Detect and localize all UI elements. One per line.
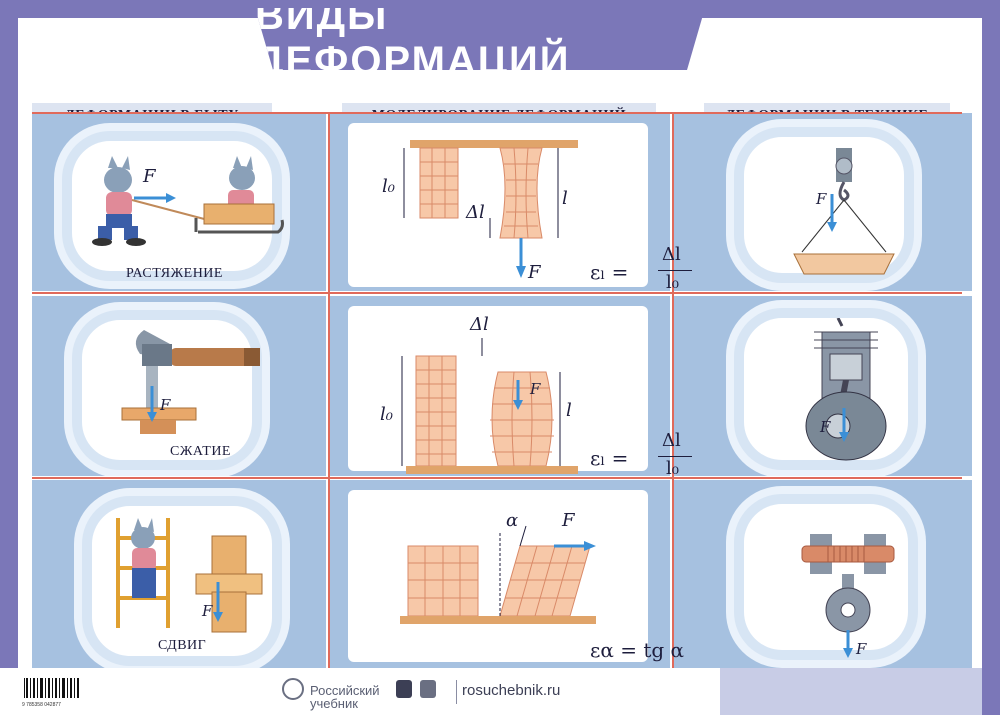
crane-hook-illustration <box>793 148 895 275</box>
force-symbol: F <box>528 262 541 283</box>
strain-formula-lhs: εₗ = <box>590 446 629 470</box>
wolf-shirt <box>106 192 132 216</box>
divider-row1 <box>32 292 962 294</box>
bolt-joint-illustration <box>801 534 895 658</box>
poster: ДЕФОРМАЦИИ В БЫТУ МОДЕЛИРОВАНИЕ ДЕФОРМАЦ… <box>18 18 982 668</box>
fraction-bar <box>658 270 692 271</box>
divider-col2 <box>672 112 674 668</box>
brand-line2: учебник <box>310 696 358 711</box>
engine-illustration <box>805 318 887 461</box>
strain-formula-den: l₀ <box>666 272 679 293</box>
divider-row2 <box>32 477 962 479</box>
cloud <box>744 504 908 650</box>
fraction-bar <box>658 456 692 457</box>
page-title: ВИДЫ ДЕФОРМАЦИЙ <box>255 0 571 83</box>
website-link[interactable]: rosuchebnik.ru <box>462 682 561 699</box>
alpha-symbol: α <box>506 510 519 531</box>
isbn-text: 9 785358 042877 <box>22 702 61 708</box>
force-symbol: F <box>202 602 213 620</box>
compression-model-diagram <box>401 338 578 474</box>
card <box>348 490 648 662</box>
force-symbol: F <box>160 396 171 414</box>
strain-formula-num: Δl <box>662 244 681 265</box>
force-symbol: F <box>856 640 867 658</box>
cloud <box>744 137 904 273</box>
divider-top <box>32 112 962 114</box>
stretched-block <box>499 147 543 239</box>
divider-col1 <box>328 112 330 668</box>
force-symbol: F <box>530 380 541 398</box>
drofa-logo-icon <box>396 680 412 698</box>
label-compression: СЖАТИЕ <box>170 444 231 459</box>
shear-everyday-illustration <box>116 518 263 633</box>
strain-formula-den: l₀ <box>666 458 679 479</box>
shear-formula: εα = tg α <box>590 638 685 662</box>
label-tension: РАСТЯЖЕНИЕ <box>126 266 223 281</box>
publisher-logo-icon <box>282 678 304 700</box>
force-symbol: F <box>143 166 156 187</box>
shear-model-diagram <box>400 525 596 624</box>
card <box>348 123 648 287</box>
label-shear: СДВИГ <box>158 638 207 653</box>
tension-everyday-illustration <box>92 156 284 246</box>
dl-symbol: Δl <box>470 314 489 335</box>
force-symbol: F <box>820 418 831 436</box>
l-symbol: l <box>562 188 568 209</box>
brand-line1: Российский <box>310 683 380 698</box>
barcode-icon <box>22 676 82 702</box>
force-symbol: F <box>562 510 575 531</box>
imprint-block <box>720 668 982 715</box>
l0-symbol: l₀ <box>382 176 395 197</box>
undeformed-block <box>419 147 459 219</box>
force-symbol: F <box>816 190 827 208</box>
strain-formula-lhs: εₗ = <box>590 260 629 284</box>
footer-white <box>0 668 720 715</box>
title-tab: ВИДЫ ДЕФОРМАЦИЙ <box>255 8 705 70</box>
tension-model-diagram <box>403 140 578 278</box>
compression-everyday-illustration <box>121 330 260 434</box>
footer-separator <box>456 680 457 704</box>
dl-symbol: Δl <box>466 202 485 223</box>
ventana-logo-icon <box>420 680 436 698</box>
l-symbol: l <box>566 400 572 421</box>
wolf-head-icon <box>104 167 132 193</box>
l0-symbol: l₀ <box>380 404 393 425</box>
strain-formula-num: Δl <box>662 430 681 451</box>
brand-name: Российский учебник <box>310 684 380 710</box>
